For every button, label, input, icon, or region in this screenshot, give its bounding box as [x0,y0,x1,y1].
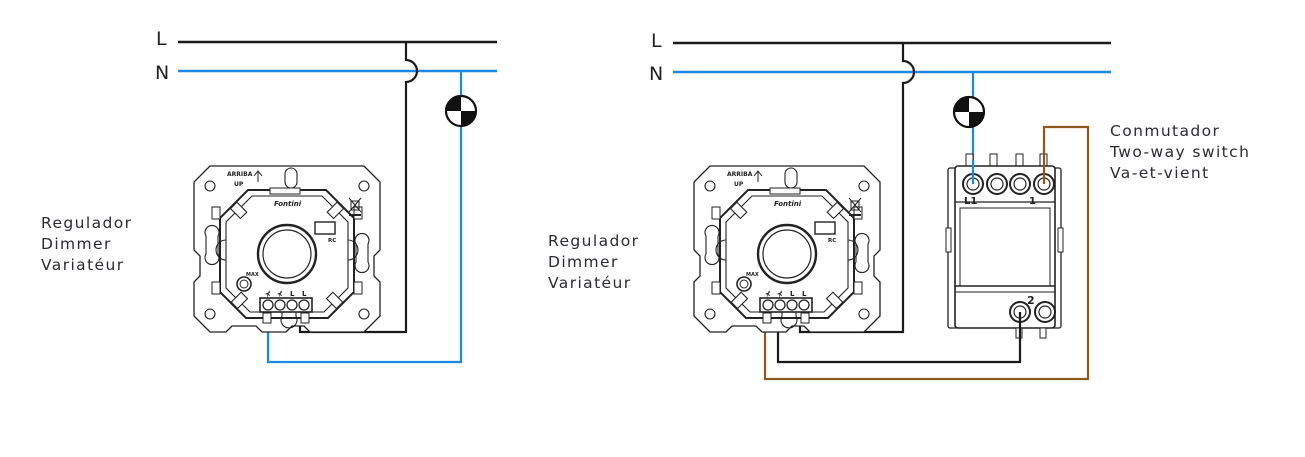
lamp-icon-right [952,95,986,129]
switch-caption: Conmutador Two-way switch Va-et-vient [1110,121,1250,184]
caption-line: Regulador [548,232,640,250]
live-wire-right [798,43,916,334]
caption-line: Variatéur [41,256,125,274]
left-circuit: ARRIBA UP Fontini RC MAX ⊀ ⊀ L L [178,40,497,364]
caption-line: Va-et-vient [1110,164,1210,182]
dimmer-caption-left: Regulador Dimmer Variatéur [41,213,132,276]
dimmer-up-label-en: UP [234,181,244,188]
dimmer-caption-right: Regulador Dimmer Variatéur [548,231,639,294]
lamp-icon-left [444,94,478,128]
neutral-label-left: N [155,62,170,84]
dimmer-up-label-es: ARRIBA [227,171,253,178]
caption-line: Two-way switch [1110,143,1251,161]
dimmer-terminal-labels: ⊀ ⊀ L L [765,290,807,298]
dimmer-max-label: MAX [746,272,759,278]
dimmer-brand: Fontini [274,200,302,208]
caption-line: Regulador [41,214,133,232]
live-label-right: L [651,30,662,52]
dimmer-max-label: MAX [246,272,259,278]
caption-line: Dimmer [548,253,619,271]
switch-terminal-label-2: 2 [1027,294,1035,307]
caption-line: Conmutador [1110,122,1221,140]
terminal-label: L [790,290,795,298]
dimmer-rc-label: RC [328,238,336,244]
dimmer-up-label-es: ARRIBA [727,171,753,178]
live-label-left: L [156,28,167,50]
terminal-label: L [290,290,295,298]
traveler-wire-brown [763,125,1090,381]
lamp-wire-left [266,126,463,364]
caption-line: Variatéur [548,274,632,292]
terminal-label: ⊀ [765,290,771,298]
switch-terminal-label-l1: L1 [964,196,977,207]
dimmer-brand: Fontini [774,200,802,208]
two-way-switch-device [945,153,1064,339]
terminal-label: L [302,290,307,298]
switch-terminal-label-1: 1 [1029,196,1036,207]
terminal-label: L [802,290,807,298]
dimmer-up-label-en: UP [734,181,744,188]
dimmer-device-left [192,164,382,334]
dimmer-device-right [692,164,882,334]
terminal-label: ⊀ [277,290,283,298]
right-circuit: ARRIBA UP Fontini RC MAX ⊀ ⊀ L L [673,41,1111,381]
dimmer-rc-label: RC [828,238,836,244]
dimmer-terminal-labels: ⊀ ⊀ L L [265,290,307,298]
live-wire-left [298,42,419,334]
neutral-label-right: N [649,63,664,85]
terminal-label: ⊀ [265,290,271,298]
terminal-label: ⊀ [777,290,783,298]
caption-line: Dimmer [41,235,112,253]
